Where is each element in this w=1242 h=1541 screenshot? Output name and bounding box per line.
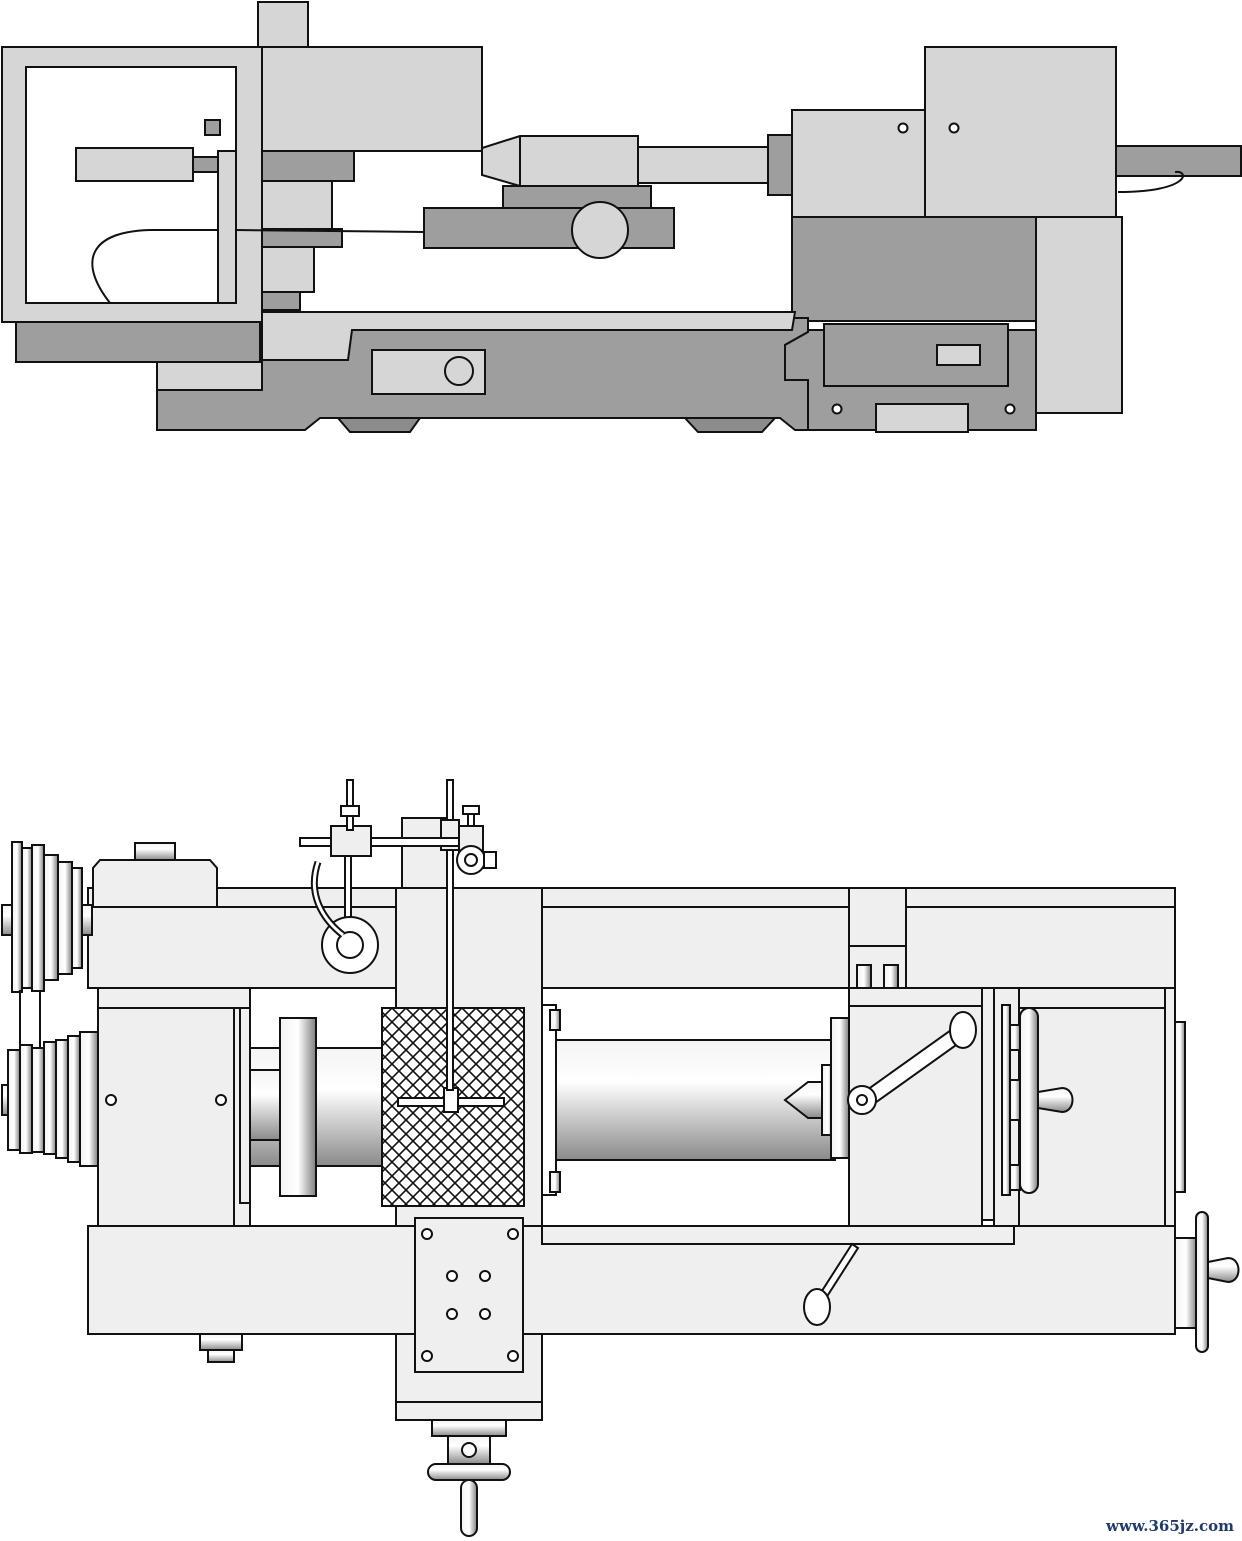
tailstock-handle bbox=[1037, 1086, 1074, 1114]
pulley bbox=[79, 1031, 99, 1167]
pulley bbox=[43, 854, 59, 981]
gearbox bbox=[791, 216, 1039, 322]
bed-rail bbox=[261, 311, 797, 361]
top-knob bbox=[257, 1, 309, 48]
pulley bbox=[21, 847, 33, 989]
apron-hub bbox=[431, 1419, 507, 1437]
cable-loop bbox=[91, 229, 218, 304]
leg-plate bbox=[875, 403, 969, 433]
pulley bbox=[55, 1039, 69, 1159]
chuck-flange bbox=[279, 1017, 317, 1197]
headstock-cap bbox=[92, 859, 218, 908]
spindle-shaft bbox=[637, 146, 769, 184]
panel-window bbox=[936, 344, 981, 366]
apron-plate bbox=[414, 1217, 524, 1373]
side-view-lathe bbox=[1, 1, 1242, 433]
step-block bbox=[261, 150, 355, 182]
feed-handwheel-hub bbox=[1174, 1237, 1198, 1329]
bolt bbox=[831, 403, 843, 415]
bolt bbox=[1004, 403, 1016, 415]
left-base bbox=[15, 321, 261, 363]
pulley bbox=[19, 1044, 33, 1154]
feed-handwheel-handle bbox=[1207, 1256, 1240, 1284]
feed-handwheel bbox=[1195, 1211, 1209, 1353]
left-window bbox=[25, 66, 237, 304]
apron-handle bbox=[460, 1479, 478, 1537]
handwheel bbox=[571, 201, 629, 259]
bed-pad bbox=[335, 417, 422, 433]
end-cover bbox=[1035, 216, 1123, 414]
pulley bbox=[43, 1041, 57, 1155]
indicator bbox=[204, 119, 221, 136]
pulley bbox=[57, 861, 73, 975]
spindle-body bbox=[315, 1047, 383, 1167]
top-rail bbox=[261, 46, 483, 152]
watermark: www.365jz.com bbox=[1106, 1517, 1234, 1535]
tailstock-wheel bbox=[1019, 1007, 1039, 1194]
horizontal-arm bbox=[299, 837, 461, 847]
drive-cable bbox=[1117, 170, 1184, 193]
step-block bbox=[261, 291, 301, 311]
arm-joint bbox=[192, 156, 219, 173]
pulley bbox=[67, 1035, 81, 1163]
sleeve-slider bbox=[443, 1087, 459, 1113]
bed-foot-left bbox=[156, 361, 263, 391]
pulley bbox=[31, 844, 45, 992]
pulley bbox=[71, 867, 83, 969]
carriage-base bbox=[502, 185, 652, 209]
spindle-collar bbox=[767, 134, 793, 196]
tool-arm bbox=[75, 147, 194, 182]
pulley bbox=[31, 1047, 45, 1153]
bed-foot bbox=[199, 1333, 243, 1351]
indicator-rod bbox=[446, 779, 454, 1091]
step-block bbox=[261, 180, 333, 230]
plate-knob bbox=[444, 356, 474, 386]
bed-pad bbox=[682, 417, 778, 433]
headstock-body bbox=[97, 987, 251, 1227]
front-view-lathe bbox=[1, 779, 1240, 1537]
vertical-post bbox=[217, 150, 237, 304]
bolt bbox=[897, 122, 909, 134]
cross-slide bbox=[423, 207, 675, 249]
pulley bbox=[11, 841, 23, 993]
top-beam bbox=[87, 887, 1176, 989]
pulley bbox=[7, 1049, 21, 1151]
step-block bbox=[261, 246, 315, 293]
bed-lip bbox=[541, 1225, 1015, 1245]
bolt bbox=[948, 122, 960, 134]
center-point bbox=[481, 135, 639, 187]
